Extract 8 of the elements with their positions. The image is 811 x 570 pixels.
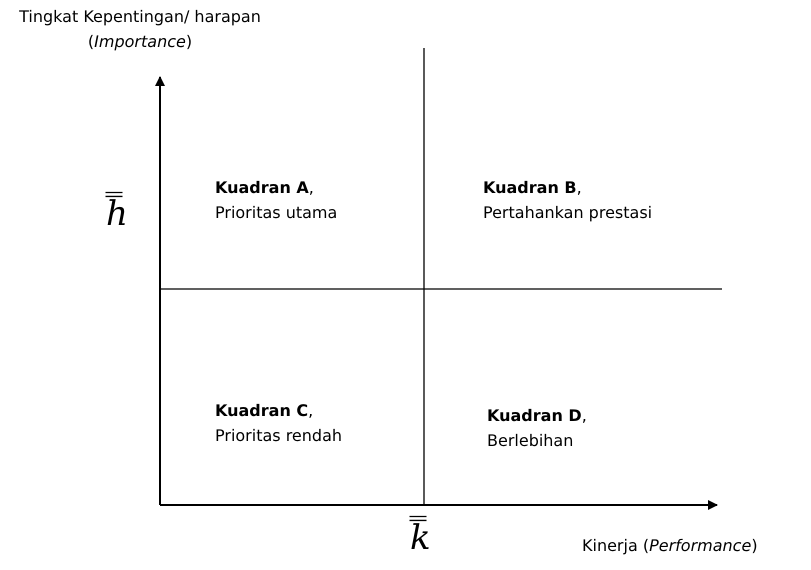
quadrant-label: Kuadran C, Prioritas rendah: [215, 400, 344, 447]
mean-symbol: k̿: [410, 518, 431, 558]
axis-label: Tingkat Kepentingan/ harapan (Importance): [18, 6, 262, 53]
mean-symbol: h̿: [106, 194, 128, 234]
quadrant-label: Kuadran A, Prioritas utama: [215, 177, 338, 224]
quadrant-label: Kuadran D, Berlebihan: [487, 405, 588, 452]
quadrant-label: Kuadran B, Pertahankan prestasi: [483, 177, 654, 224]
axis-label: Kinerja (Performance): [582, 535, 758, 557]
